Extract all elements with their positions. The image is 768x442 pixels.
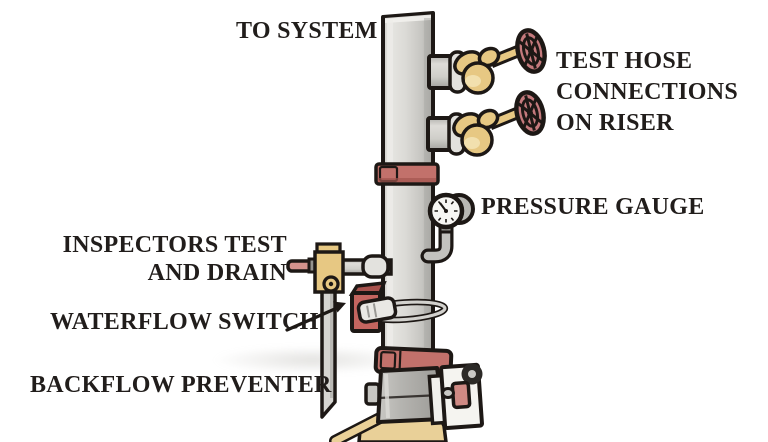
body-lug: [364, 382, 381, 406]
waterflow-switch-arrow: [285, 301, 346, 332]
pressure-gauge-device: [420, 192, 475, 264]
label-inspectors-test-drain: INSPECTORS TEST AND DRAIN: [63, 231, 287, 287]
upper-pipe-coupling-icon: [374, 162, 440, 186]
label-test-hose-connections: TEST HOSE CONNECTIONS ON RISER: [556, 46, 738, 139]
plate-screw-icon: [441, 387, 455, 399]
riser-pipe: [381, 11, 435, 406]
test-hose-valve-upper: [429, 27, 549, 93]
label-line: TEST HOSE: [556, 48, 693, 74]
drain-valve-body: [307, 242, 345, 294]
backflow-preventer-assembly: [329, 346, 484, 442]
pipe-collar: [361, 254, 390, 279]
label-waterflow-switch: WATERFLOW SWITCH: [50, 309, 319, 335]
plate-tab: [450, 380, 472, 410]
inspectors-test-drain-assembly: [286, 242, 393, 419]
waterflow-switch-device: [348, 280, 449, 333]
label-line: CONNECTIONS: [556, 79, 738, 105]
label-line: AND DRAIN: [147, 260, 287, 286]
label-line: ON RISER: [556, 110, 674, 136]
label-pressure-gauge: PRESSURE GAUGE: [481, 194, 705, 220]
test-hose-valve-lower: [428, 89, 548, 155]
label-to-system: TO SYSTEM: [236, 18, 378, 44]
plate-knob-hole: [468, 370, 476, 378]
label-backflow-preventer: BACKFLOW PREVENTER: [30, 372, 332, 398]
label-line: INSPECTORS TEST: [62, 232, 287, 258]
switch-clamp: [356, 296, 398, 324]
